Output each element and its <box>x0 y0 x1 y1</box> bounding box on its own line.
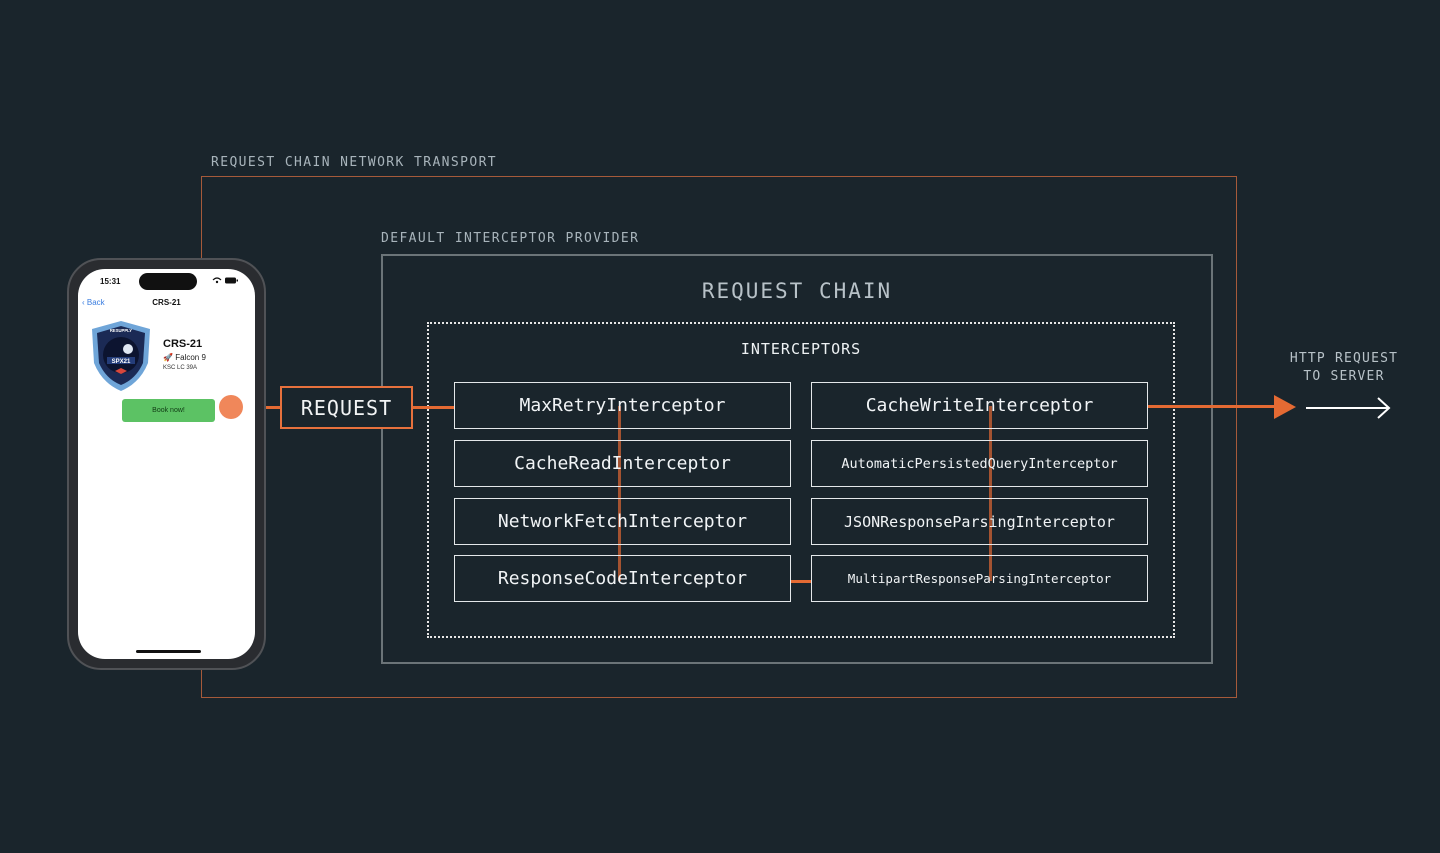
server-arrow-icon <box>1306 397 1391 419</box>
mission-name: CRS-21 <box>163 338 203 350</box>
request-chain-title: REQUEST CHAIN <box>701 279 893 303</box>
patch-top-text: RESUPPLY <box>110 328 132 333</box>
wifi-battery-icon <box>212 277 238 284</box>
chevron-left-icon: ‹ <box>82 298 87 307</box>
back-button[interactable]: ‹ Back <box>82 298 105 307</box>
request-origin-dot <box>219 395 243 419</box>
request-box: REQUEST <box>280 386 413 429</box>
request-to-chain-line <box>413 406 455 409</box>
phone-screen: 15:31 ‹ Back CRS-21 SPX21 RESUPPLY CRS-2… <box>78 269 255 659</box>
interceptor-cache-read: CacheReadInterceptor <box>454 440 791 487</box>
provider-box <box>381 254 1213 664</box>
rocket-row: 🚀 Falcon 9 <box>163 353 206 362</box>
status-time: 15:31 <box>100 277 121 286</box>
interceptors-title: INTERCEPTORS <box>740 340 862 358</box>
chain-to-server-line <box>1148 405 1278 408</box>
launch-site: KSC LC 39A <box>163 365 198 371</box>
status-icons <box>211 276 239 287</box>
interceptor-max-retry: MaxRetryInterceptor <box>454 382 791 429</box>
interceptors-box <box>427 322 1175 638</box>
http-request-label: HTTP REQUEST TO SERVER <box>1284 350 1404 386</box>
patch-text: SPX21 <box>112 359 131 365</box>
mission-patch-image: SPX21 RESUPPLY <box>92 321 150 391</box>
arrow-head-icon <box>1274 395 1296 419</box>
interceptor-cache-write: CacheWriteInterceptor <box>811 382 1148 429</box>
interceptor-json-response-parsing: JSONResponseParsingInterceptor <box>811 498 1148 545</box>
left-column-connector <box>618 406 621 581</box>
rocket-icon: 🚀 <box>163 353 173 362</box>
nav-title: CRS-21 <box>152 298 181 307</box>
provider-label: DEFAULT INTERCEPTOR PROVIDER <box>381 231 640 246</box>
interceptor-network-fetch: NetworkFetchInterceptor <box>454 498 791 545</box>
back-label: Back <box>86 298 105 307</box>
phone-mockup: 15:31 ‹ Back CRS-21 SPX21 RESUPPLY CRS-2… <box>67 258 266 670</box>
rocket-name: Falcon 9 <box>175 353 206 362</box>
http-label-line1: HTTP REQUEST <box>1289 351 1399 366</box>
interceptor-multipart-response-parsing: MultipartResponseParsingInterceptor <box>811 555 1148 602</box>
transport-label: REQUEST CHAIN NETWORK TRANSPORT <box>211 155 498 170</box>
interceptor-apq: AutomaticPersistedQueryInterceptor <box>811 440 1148 487</box>
right-column-connector <box>989 406 992 581</box>
http-label-line2: TO SERVER <box>1303 369 1385 384</box>
home-indicator <box>136 650 201 653</box>
column-bridge-line <box>790 580 812 583</box>
book-now-button[interactable]: Book now! <box>122 399 215 422</box>
dynamic-island <box>139 273 197 290</box>
interceptor-response-code: ResponseCodeInterceptor <box>454 555 791 602</box>
